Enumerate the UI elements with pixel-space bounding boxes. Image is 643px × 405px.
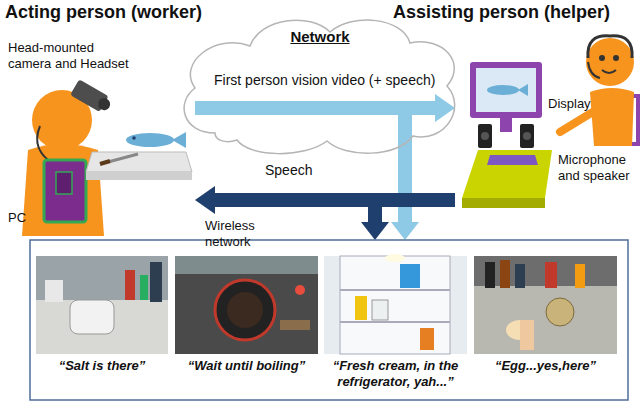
photo-frame xyxy=(30,240,628,400)
display-label: Display xyxy=(548,96,618,112)
photo-caption-node: “Fresh cream, in the refrigerator, yah..… xyxy=(324,256,467,392)
branch-arrows xyxy=(361,108,419,240)
photo-caption: “Egg...yes,here” xyxy=(474,358,617,374)
photo-fridge xyxy=(324,254,467,354)
camera-label: Head-mounted camera and Headset xyxy=(8,40,130,72)
photo-boiling xyxy=(175,256,318,354)
wireless-label: Wireless network xyxy=(205,218,285,250)
microphone-label: Microphone and speaker xyxy=(558,152,640,184)
helper-region: Assisting person (helper) xyxy=(455,0,643,240)
pc-label: PC xyxy=(8,210,38,226)
arrow-label: Speech xyxy=(265,162,312,178)
photo-caption: “Salt is there” xyxy=(36,358,168,374)
network-title: Network xyxy=(175,28,465,45)
photo-caption-node: “Salt is there” xyxy=(36,256,168,376)
flow-arrow xyxy=(195,94,455,122)
role-heading: Acting person (worker) xyxy=(5,2,202,23)
flow-arrow xyxy=(195,186,455,214)
photo-caption-node: “Egg...yes,here” xyxy=(474,256,617,376)
photo-caption: “Wait until boiling” xyxy=(175,358,318,374)
role-heading: Assisting person (helper) xyxy=(393,2,610,23)
arrow-label: First person vision video (+ speech) xyxy=(214,72,435,88)
photo-salt xyxy=(36,256,168,354)
photo-caption: “Fresh cream, in the refrigerator, yah..… xyxy=(324,358,467,390)
photo-caption-node: “Wait until boiling” xyxy=(175,256,318,376)
photo-egg xyxy=(474,256,617,354)
worker-region: Acting person (worker) xyxy=(0,0,195,240)
worker-figure xyxy=(22,79,192,236)
